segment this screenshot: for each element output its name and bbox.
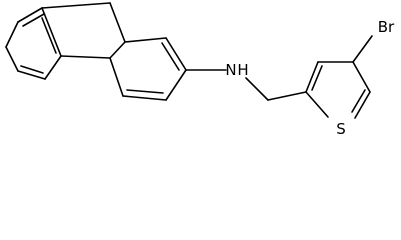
bond <box>22 13 45 27</box>
bond <box>305 91 329 118</box>
bond <box>267 91 307 101</box>
bond <box>44 55 62 80</box>
nitrogen-label: N <box>225 61 236 79</box>
bond <box>41 7 62 57</box>
bond <box>126 89 164 94</box>
bond <box>165 69 187 101</box>
bond <box>351 89 366 113</box>
bond <box>109 41 126 59</box>
bond <box>41 17 57 54</box>
bond <box>109 57 124 97</box>
bond <box>122 95 167 101</box>
structure-diagram: N H S Br <box>5 2 395 138</box>
bond <box>41 2 111 9</box>
bond <box>352 35 373 63</box>
bond <box>161 42 180 71</box>
bond <box>352 61 371 93</box>
bond <box>109 2 126 43</box>
bond <box>311 65 323 91</box>
atom-labels: N H S Br <box>225 18 395 138</box>
bromine-label: Br <box>378 18 395 36</box>
bond <box>165 37 187 71</box>
bond <box>20 65 44 74</box>
hydrogen-label: H <box>237 61 248 79</box>
bonds <box>5 2 373 119</box>
bond <box>5 21 19 48</box>
bond <box>305 61 319 93</box>
bond <box>354 91 371 119</box>
bond <box>17 7 43 23</box>
bond <box>245 77 269 101</box>
bond <box>17 70 46 80</box>
molecule-drawing: N H S Br <box>5 2 395 138</box>
sulfur-label: S <box>336 120 346 138</box>
bond <box>60 55 111 59</box>
bond <box>5 46 19 72</box>
bond <box>124 37 167 43</box>
